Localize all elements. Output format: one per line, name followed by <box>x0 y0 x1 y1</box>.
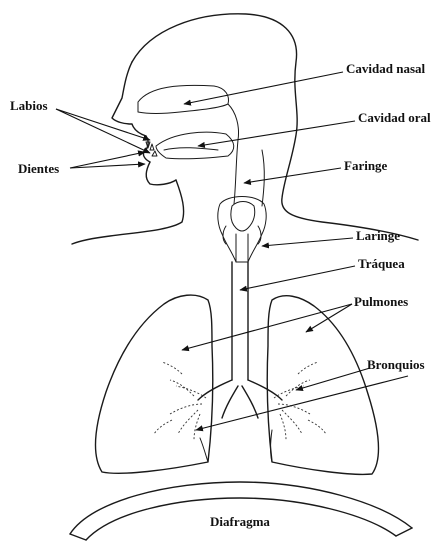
larynx <box>218 197 266 263</box>
bronchial-tree <box>154 362 326 440</box>
pharynx <box>228 104 264 206</box>
label-bronquios: Bronquios <box>367 357 425 372</box>
label-cavidad-oral: Cavidad oral <box>358 110 431 125</box>
label-traquea: Tráquea <box>358 256 405 271</box>
label-pulmones: Pulmones <box>354 294 408 309</box>
left-lung <box>96 295 213 473</box>
oral-cavity <box>156 132 234 159</box>
label-labios: Labios <box>10 98 48 113</box>
label-faringe: Faringe <box>344 158 388 173</box>
label-cavidad-nasal: Cavidad nasal <box>346 61 425 76</box>
diaphragm-shape <box>70 482 412 540</box>
label-dientes: Dientes <box>18 161 59 176</box>
label-diafragma: Diafragma <box>210 514 270 529</box>
head-profile <box>72 14 418 244</box>
label-laringe: Laringe <box>356 228 400 243</box>
nasal-cavity <box>138 85 228 113</box>
trachea <box>198 262 282 418</box>
